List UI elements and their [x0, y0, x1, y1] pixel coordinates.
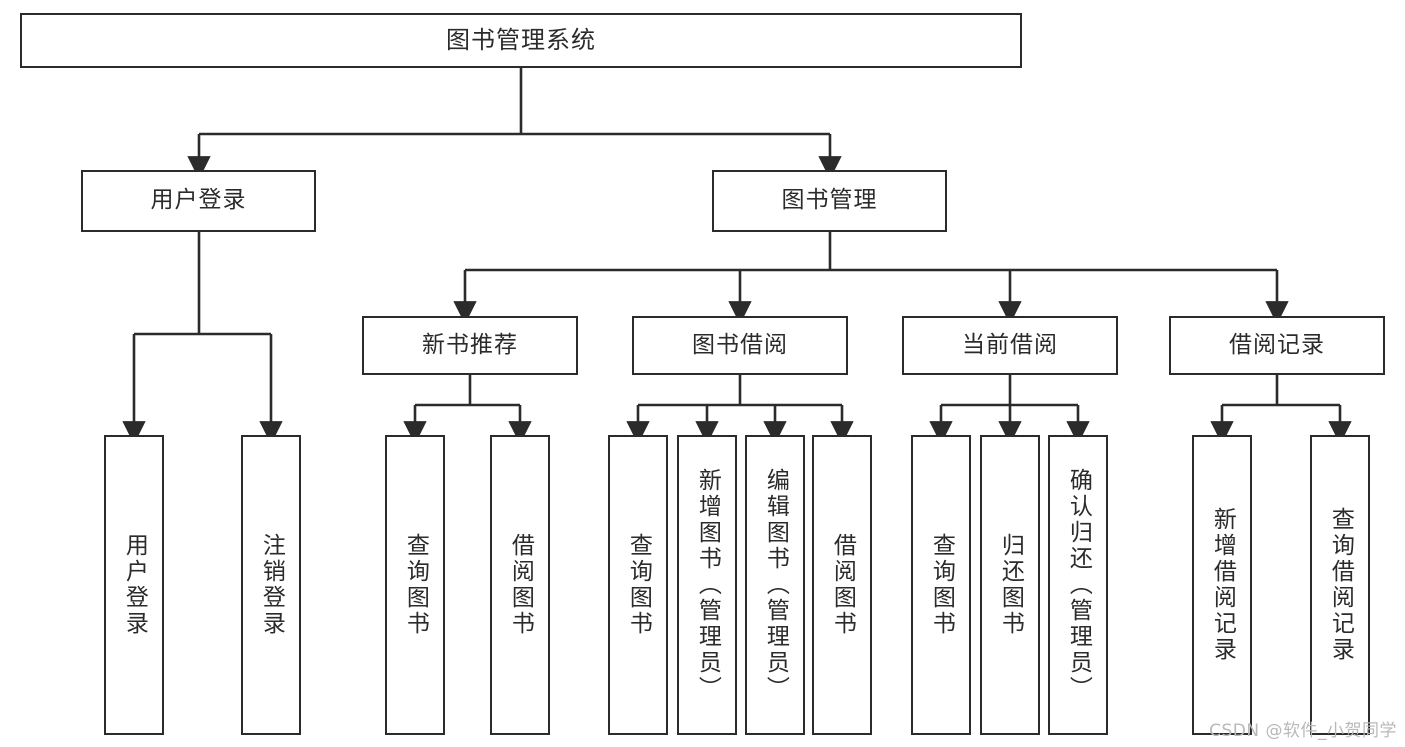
node-label: 借阅记录: [1229, 331, 1325, 358]
node-book-borrow[interactable]: 图书借阅: [632, 316, 848, 375]
node-label: 图书借阅: [692, 331, 788, 358]
node-label: 借阅图书: [829, 533, 856, 637]
leaf-borrow-book[interactable]: 借阅图书: [812, 435, 872, 735]
node-label: 查询图书: [402, 533, 429, 637]
node-label: 归还图书: [997, 533, 1024, 637]
node-label: 图书管理: [781, 187, 878, 214]
leaf-add-book-admin[interactable]: 新增图书（管理员）: [677, 435, 737, 735]
leaf-query-book-recommend[interactable]: 查询图书: [385, 435, 445, 735]
node-label: 新书推荐: [422, 331, 518, 358]
leaf-user-login[interactable]: 用户登录: [104, 435, 164, 735]
node-new-book-recommend[interactable]: 新书推荐: [362, 316, 578, 375]
leaf-query-borrow-record[interactable]: 查询借阅记录: [1310, 435, 1370, 735]
node-label: 确认归还（管理员）: [1065, 468, 1092, 702]
node-root-book-management-system[interactable]: 图书管理系统: [20, 13, 1022, 68]
node-label: 图书管理系统: [446, 26, 596, 55]
leaf-logout[interactable]: 注销登录: [241, 435, 301, 735]
node-book-management[interactable]: 图书管理: [712, 170, 947, 232]
watermark-text: CSDN @软件_小贺同学: [1209, 721, 1397, 741]
leaf-query-book-borrow[interactable]: 查询图书: [608, 435, 668, 735]
node-borrow-records[interactable]: 借阅记录: [1169, 316, 1385, 375]
leaf-add-borrow-record[interactable]: 新增借阅记录: [1192, 435, 1252, 735]
leaf-edit-book-admin[interactable]: 编辑图书（管理员）: [745, 435, 805, 735]
leaf-borrow-book-recommend[interactable]: 借阅图书: [490, 435, 550, 735]
node-user-login[interactable]: 用户登录: [81, 170, 316, 232]
node-label: 借阅图书: [507, 533, 534, 637]
leaf-return-book[interactable]: 归还图书: [980, 435, 1040, 735]
node-current-borrow[interactable]: 当前借阅: [902, 316, 1118, 375]
node-label: 查询图书: [928, 533, 955, 637]
node-label: 新增借阅记录: [1209, 507, 1236, 663]
leaf-query-book-current[interactable]: 查询图书: [911, 435, 971, 735]
node-label: 查询图书: [625, 533, 652, 637]
leaf-confirm-return-admin[interactable]: 确认归还（管理员）: [1048, 435, 1108, 735]
node-label: 新增图书（管理员）: [694, 468, 721, 702]
node-label: 当前借阅: [962, 331, 1058, 358]
node-label: 注销登录: [258, 533, 285, 637]
node-label: 用户登录: [121, 533, 148, 637]
node-label: 查询借阅记录: [1327, 507, 1354, 663]
node-label: 编辑图书（管理员）: [762, 468, 789, 702]
node-label: 用户登录: [150, 187, 247, 214]
